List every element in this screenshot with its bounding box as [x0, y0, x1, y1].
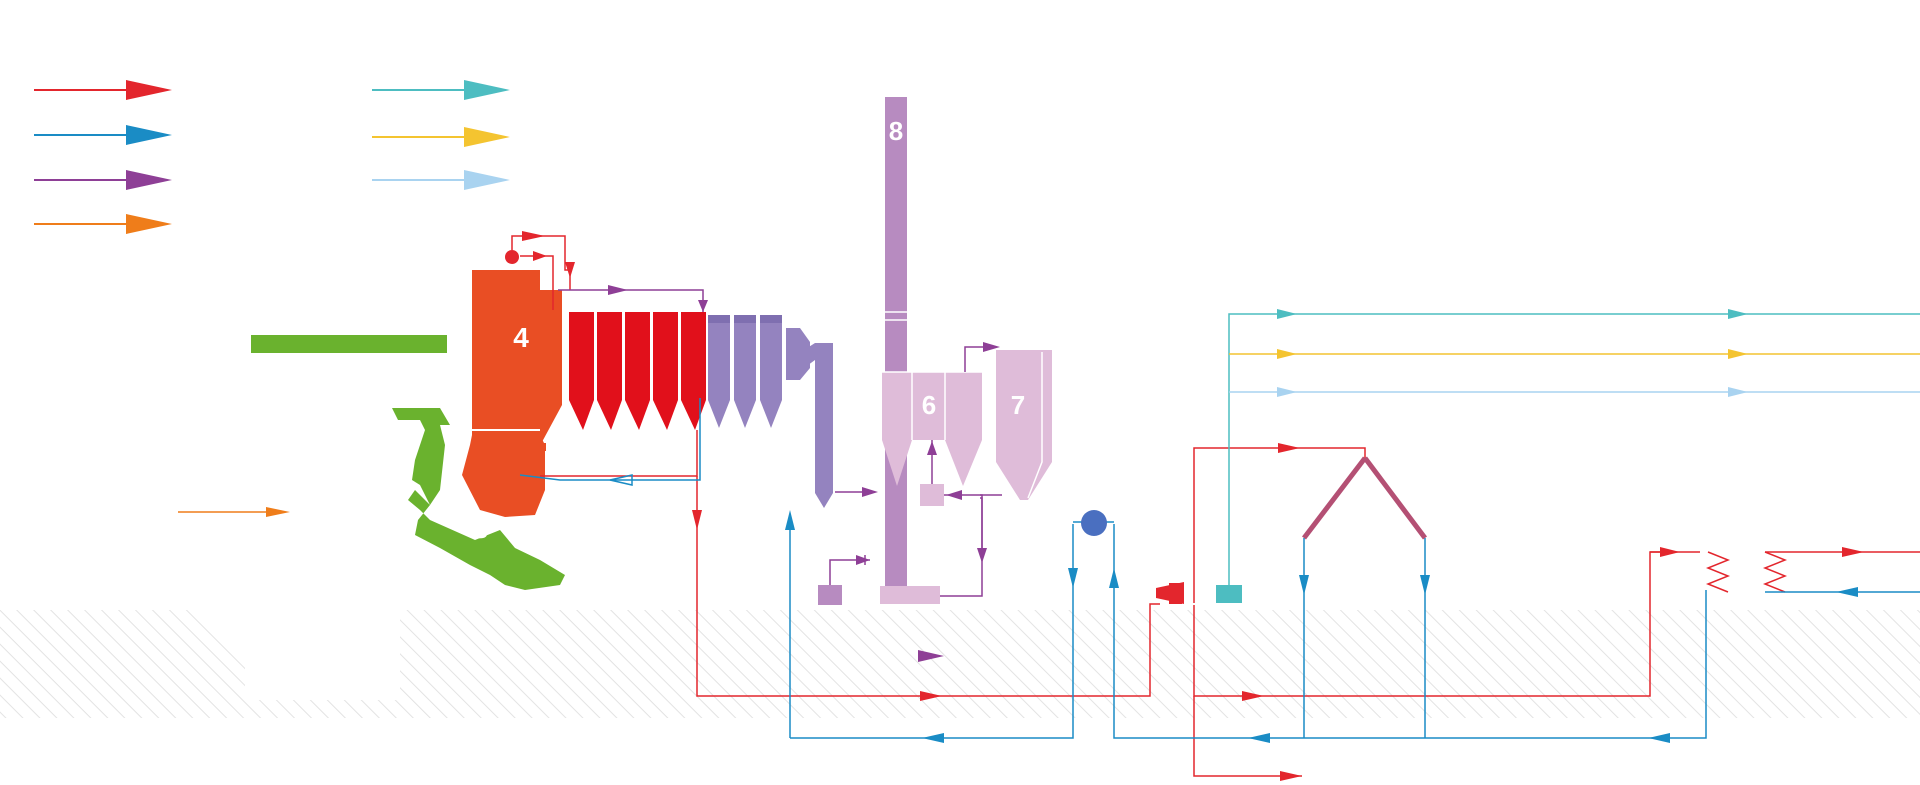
unit-8-stack: 8 [880, 97, 940, 604]
violet-filter-bank [708, 315, 833, 508]
violet-filter-1 [708, 315, 730, 428]
ground-band [0, 610, 1920, 718]
turbine-icon [1156, 582, 1184, 604]
legend-item-light-blue [372, 170, 510, 190]
blue-return-line [519, 398, 1707, 743]
unit-7-label: 7 [1011, 390, 1025, 420]
violet-filter-3 [760, 315, 782, 428]
legend-item-blue [34, 125, 172, 145]
teal-network [1216, 309, 1920, 603]
red-filter-1 [569, 312, 594, 430]
heat-exchanger-icon [1650, 547, 1920, 597]
red-pipe-network [540, 430, 1680, 781]
pump-icon [1081, 510, 1107, 536]
a-frame-heat-exchanger [1299, 456, 1430, 738]
air-inlet-arrowhead [266, 507, 290, 517]
legend-item-purple [34, 170, 172, 190]
drum-circle-icon [505, 250, 519, 264]
unit-3-label: 3 [474, 514, 488, 544]
stack-icon [885, 97, 907, 604]
red-filter-bank [569, 312, 706, 430]
pump-box [818, 585, 842, 605]
steam-drum [505, 231, 708, 318]
red-filter-4 [653, 312, 678, 430]
unit-6-label: 6 [922, 390, 936, 420]
legend [34, 80, 510, 234]
mixer-box [920, 484, 944, 506]
unit-8-label: 8 [889, 116, 903, 146]
condenser-box [1216, 585, 1242, 603]
red-filter-2 [597, 312, 622, 430]
legend-item-yellow [372, 127, 510, 147]
legend-item-red [34, 80, 172, 100]
red-filter-5 [681, 312, 706, 430]
unit-3-grate: 3 [392, 408, 565, 590]
legend-item-teal [372, 80, 510, 100]
legend-item-orange [34, 214, 172, 234]
violet-filter-2 [734, 315, 756, 428]
unit-4-label: 4 [513, 322, 529, 353]
feed-conveyor [251, 335, 447, 353]
red-filter-3 [625, 312, 650, 430]
purple-recirculation [818, 342, 1002, 662]
unit-7-silo: 7 [996, 350, 1052, 500]
unit-4-boiler: 4 [462, 270, 562, 517]
